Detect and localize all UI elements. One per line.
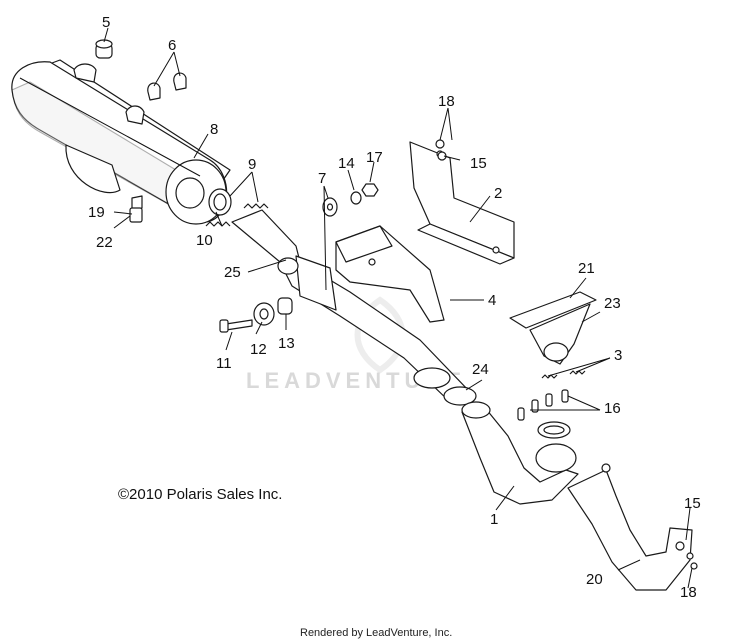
callout-2: 2 [494, 185, 502, 202]
callouts: 5 6 8 9 7 14 17 18 15 2 19 22 10 25 4 11… [88, 14, 701, 601]
bolt-11 [219, 319, 253, 333]
spacer-13 [277, 297, 293, 315]
washer-7 [322, 197, 338, 217]
washers-15-18-right [686, 552, 698, 570]
heat-shield-4 [335, 225, 445, 323]
callout-24: 24 [472, 361, 489, 378]
springs-9 [205, 203, 269, 227]
callout-15-right: 15 [684, 495, 701, 512]
callout-20: 20 [586, 571, 603, 588]
flange-23 [529, 303, 591, 365]
callout-25: 25 [224, 264, 241, 281]
callout-3: 3 [614, 347, 622, 364]
callout-7: 7 [318, 170, 326, 187]
callout-13: 13 [278, 335, 295, 352]
callout-22: 22 [96, 234, 113, 251]
callout-18-top: 18 [438, 93, 455, 110]
callout-14: 14 [338, 155, 355, 172]
springs-3 [541, 370, 586, 379]
bracket-2 [409, 141, 515, 265]
callout-12: 12 [250, 341, 267, 358]
studs-16 [517, 389, 569, 421]
footer-text: Rendered by LeadVenture, Inc. [300, 627, 452, 639]
callout-11: 11 [216, 355, 232, 372]
head-pipe-1 [461, 401, 579, 505]
nut-17 [361, 183, 379, 197]
washer-14 [350, 191, 362, 205]
callout-18-right: 18 [680, 584, 697, 601]
spring-clip-19 [129, 207, 143, 223]
callout-6: 6 [168, 37, 176, 54]
bolts-18-top [435, 139, 447, 161]
callout-4: 4 [488, 292, 496, 309]
callout-17: 17 [366, 149, 383, 166]
callout-9: 9 [248, 156, 256, 173]
gasket-24 [537, 421, 571, 439]
callout-1: 1 [490, 511, 498, 528]
callout-23: 23 [604, 295, 621, 312]
leader-lines [103, 27, 693, 589]
callout-21: 21 [578, 260, 595, 277]
grommet-12 [253, 302, 275, 326]
grommet-5 [95, 39, 113, 59]
callout-8: 8 [210, 121, 218, 138]
muffler [11, 59, 231, 225]
callout-10: 10 [196, 232, 213, 249]
gasket-10 [208, 188, 232, 216]
copyright-text: ©2010 Polaris Sales Inc. [118, 486, 282, 503]
heat-shield-20 [567, 463, 693, 591]
gasket-21 [509, 291, 597, 329]
grommets-6 [147, 72, 187, 101]
callout-16: 16 [604, 400, 621, 417]
callout-5: 5 [102, 14, 110, 31]
callout-15-top: 15 [470, 155, 487, 172]
callout-19: 19 [88, 204, 105, 221]
